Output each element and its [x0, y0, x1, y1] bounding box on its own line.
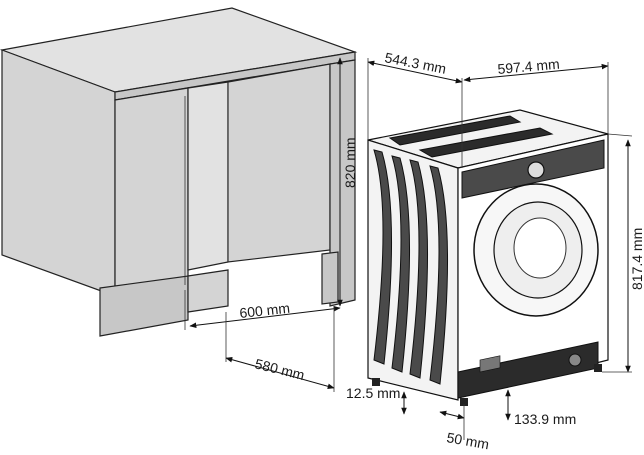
washing-machine	[367, 109, 609, 406]
label-width-cabinet: 600 mm	[239, 300, 291, 321]
machine-top-rail	[388, 115, 522, 146]
program-dial-icon	[527, 161, 545, 179]
machine-top-rail	[418, 127, 554, 158]
label-width-machine: 597.4 mm	[497, 56, 560, 77]
dimension-lines	[184, 57, 633, 440]
label-depth-machine: 544.3 mm	[383, 49, 447, 77]
label-clearance: 12.5 mm	[346, 385, 400, 401]
cabinet-plinth	[99, 275, 189, 337]
machine-side-ribs	[373, 149, 449, 385]
dim-extension	[607, 133, 633, 137]
label-height-cabinet: 820 mm	[342, 137, 358, 188]
cabinet-left-side	[1, 49, 116, 297]
cabinet-front-panel	[114, 87, 189, 297]
cabinet-plinth-right	[321, 251, 339, 305]
dim-line-width-machine	[463, 63, 609, 83]
machine-foot	[460, 398, 468, 406]
dim-line-width-cabinet	[189, 305, 341, 329]
label-height-machine: 817.4 mm	[629, 228, 644, 290]
label-foot-offset: 50 mm	[445, 429, 490, 450]
cabinet-inner-wall	[187, 81, 229, 271]
machine-foot	[372, 378, 380, 386]
label-feet-spacing: 133.9 mm	[514, 411, 576, 427]
service-slot	[479, 355, 501, 373]
label-depth-cabinet: 580 mm	[253, 355, 306, 383]
machine-foot	[594, 364, 602, 372]
door-inner-ring	[513, 217, 567, 279]
dim-line-foot-offset	[439, 410, 465, 420]
drain-filter-icon	[568, 353, 582, 367]
cabinet-plinth-inner	[187, 269, 229, 313]
kitchen-cabinet	[0, 7, 358, 337]
dim-line-depth-cabinet	[225, 356, 335, 390]
cabinet-right-panel	[227, 63, 331, 263]
dim-line-depth-machine	[367, 60, 463, 84]
